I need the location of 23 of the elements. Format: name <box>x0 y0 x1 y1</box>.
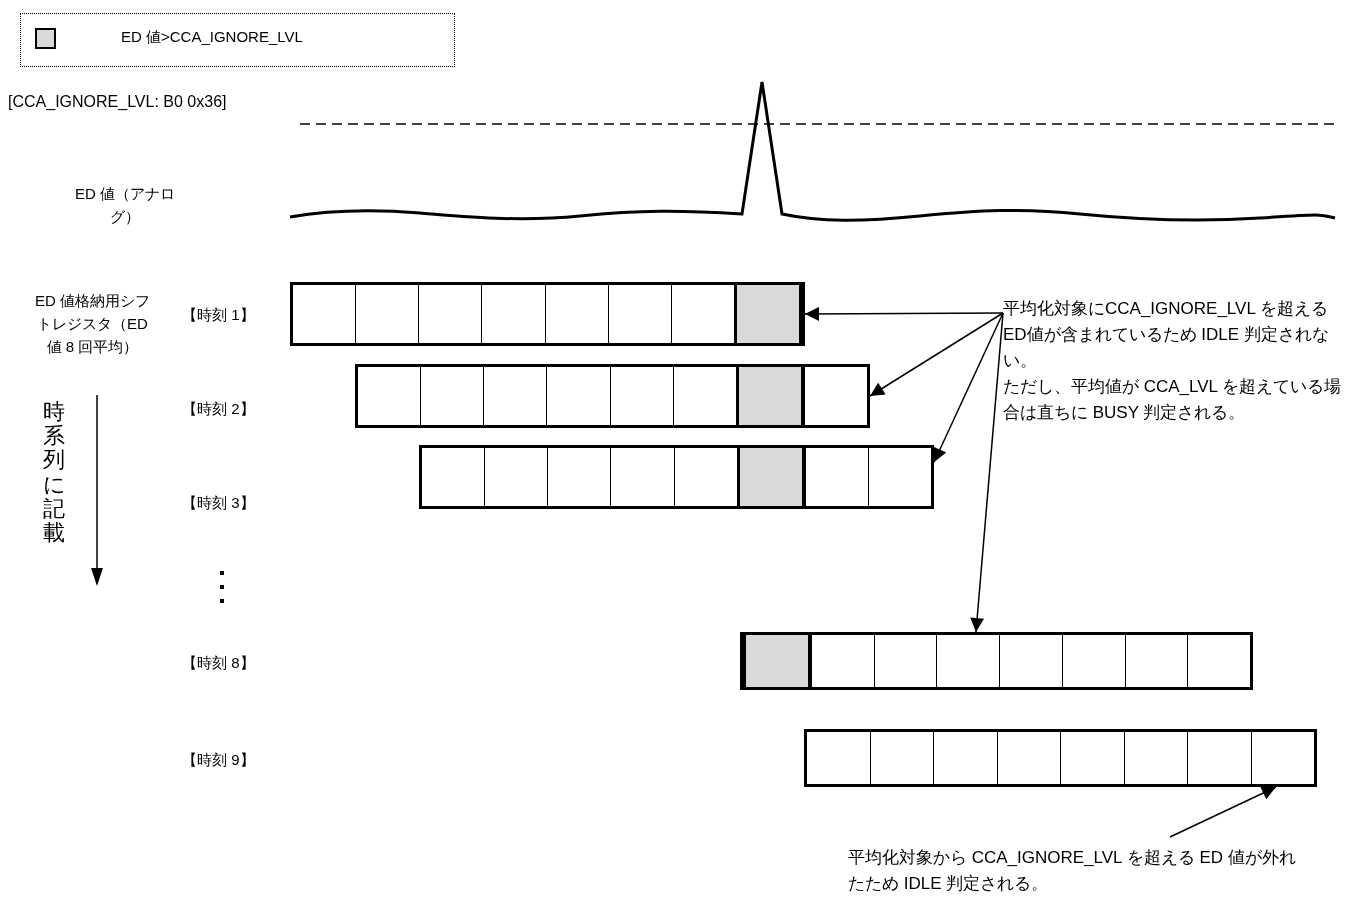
threshold-label: [CCA_IGNORE_LVL: B0 0x36] <box>8 92 228 112</box>
signal-label: ED 値（アナログ） <box>75 184 175 227</box>
time-label: 【時刻 3】 <box>182 493 256 513</box>
axis-label: 時系列に記載 <box>43 400 65 546</box>
annotation-text: 平均化対象から CCA_IGNORE_LVL を超える ED 値が外れたため IDLE 判定される。 <box>848 847 1297 895</box>
shift-register <box>419 445 934 509</box>
arrow <box>1169 786 1277 838</box>
shift-register <box>804 729 1317 787</box>
time-label: 【時刻 2】 <box>182 399 256 419</box>
shift-register <box>290 282 805 346</box>
annotation-text: ただし、平均値が CCA_LVL を超えている場合は直ちに BUSY 判定される。 <box>1003 376 1343 424</box>
time-label: 【時刻 9】 <box>182 750 256 770</box>
arrow <box>804 306 1004 321</box>
shift-register <box>355 364 870 428</box>
time-label: 【時刻 8】 <box>182 653 256 673</box>
arrow <box>933 312 1004 464</box>
arrow <box>970 312 1004 633</box>
shift-register <box>740 632 1253 690</box>
time-label: 【時刻 1】 <box>182 305 256 325</box>
annotation-text: 平均化対象にCCA_IGNORE_LVL を超える ED値が含まれているため IDLE 判定されない。 <box>1003 298 1330 372</box>
arrow <box>869 312 1004 397</box>
legend-text: ED 値>CCA_IGNORE_LVL <box>121 28 303 47</box>
register-label: ED 値格納用シフトレジスタ（ED 値 8 回平均） <box>34 291 151 357</box>
